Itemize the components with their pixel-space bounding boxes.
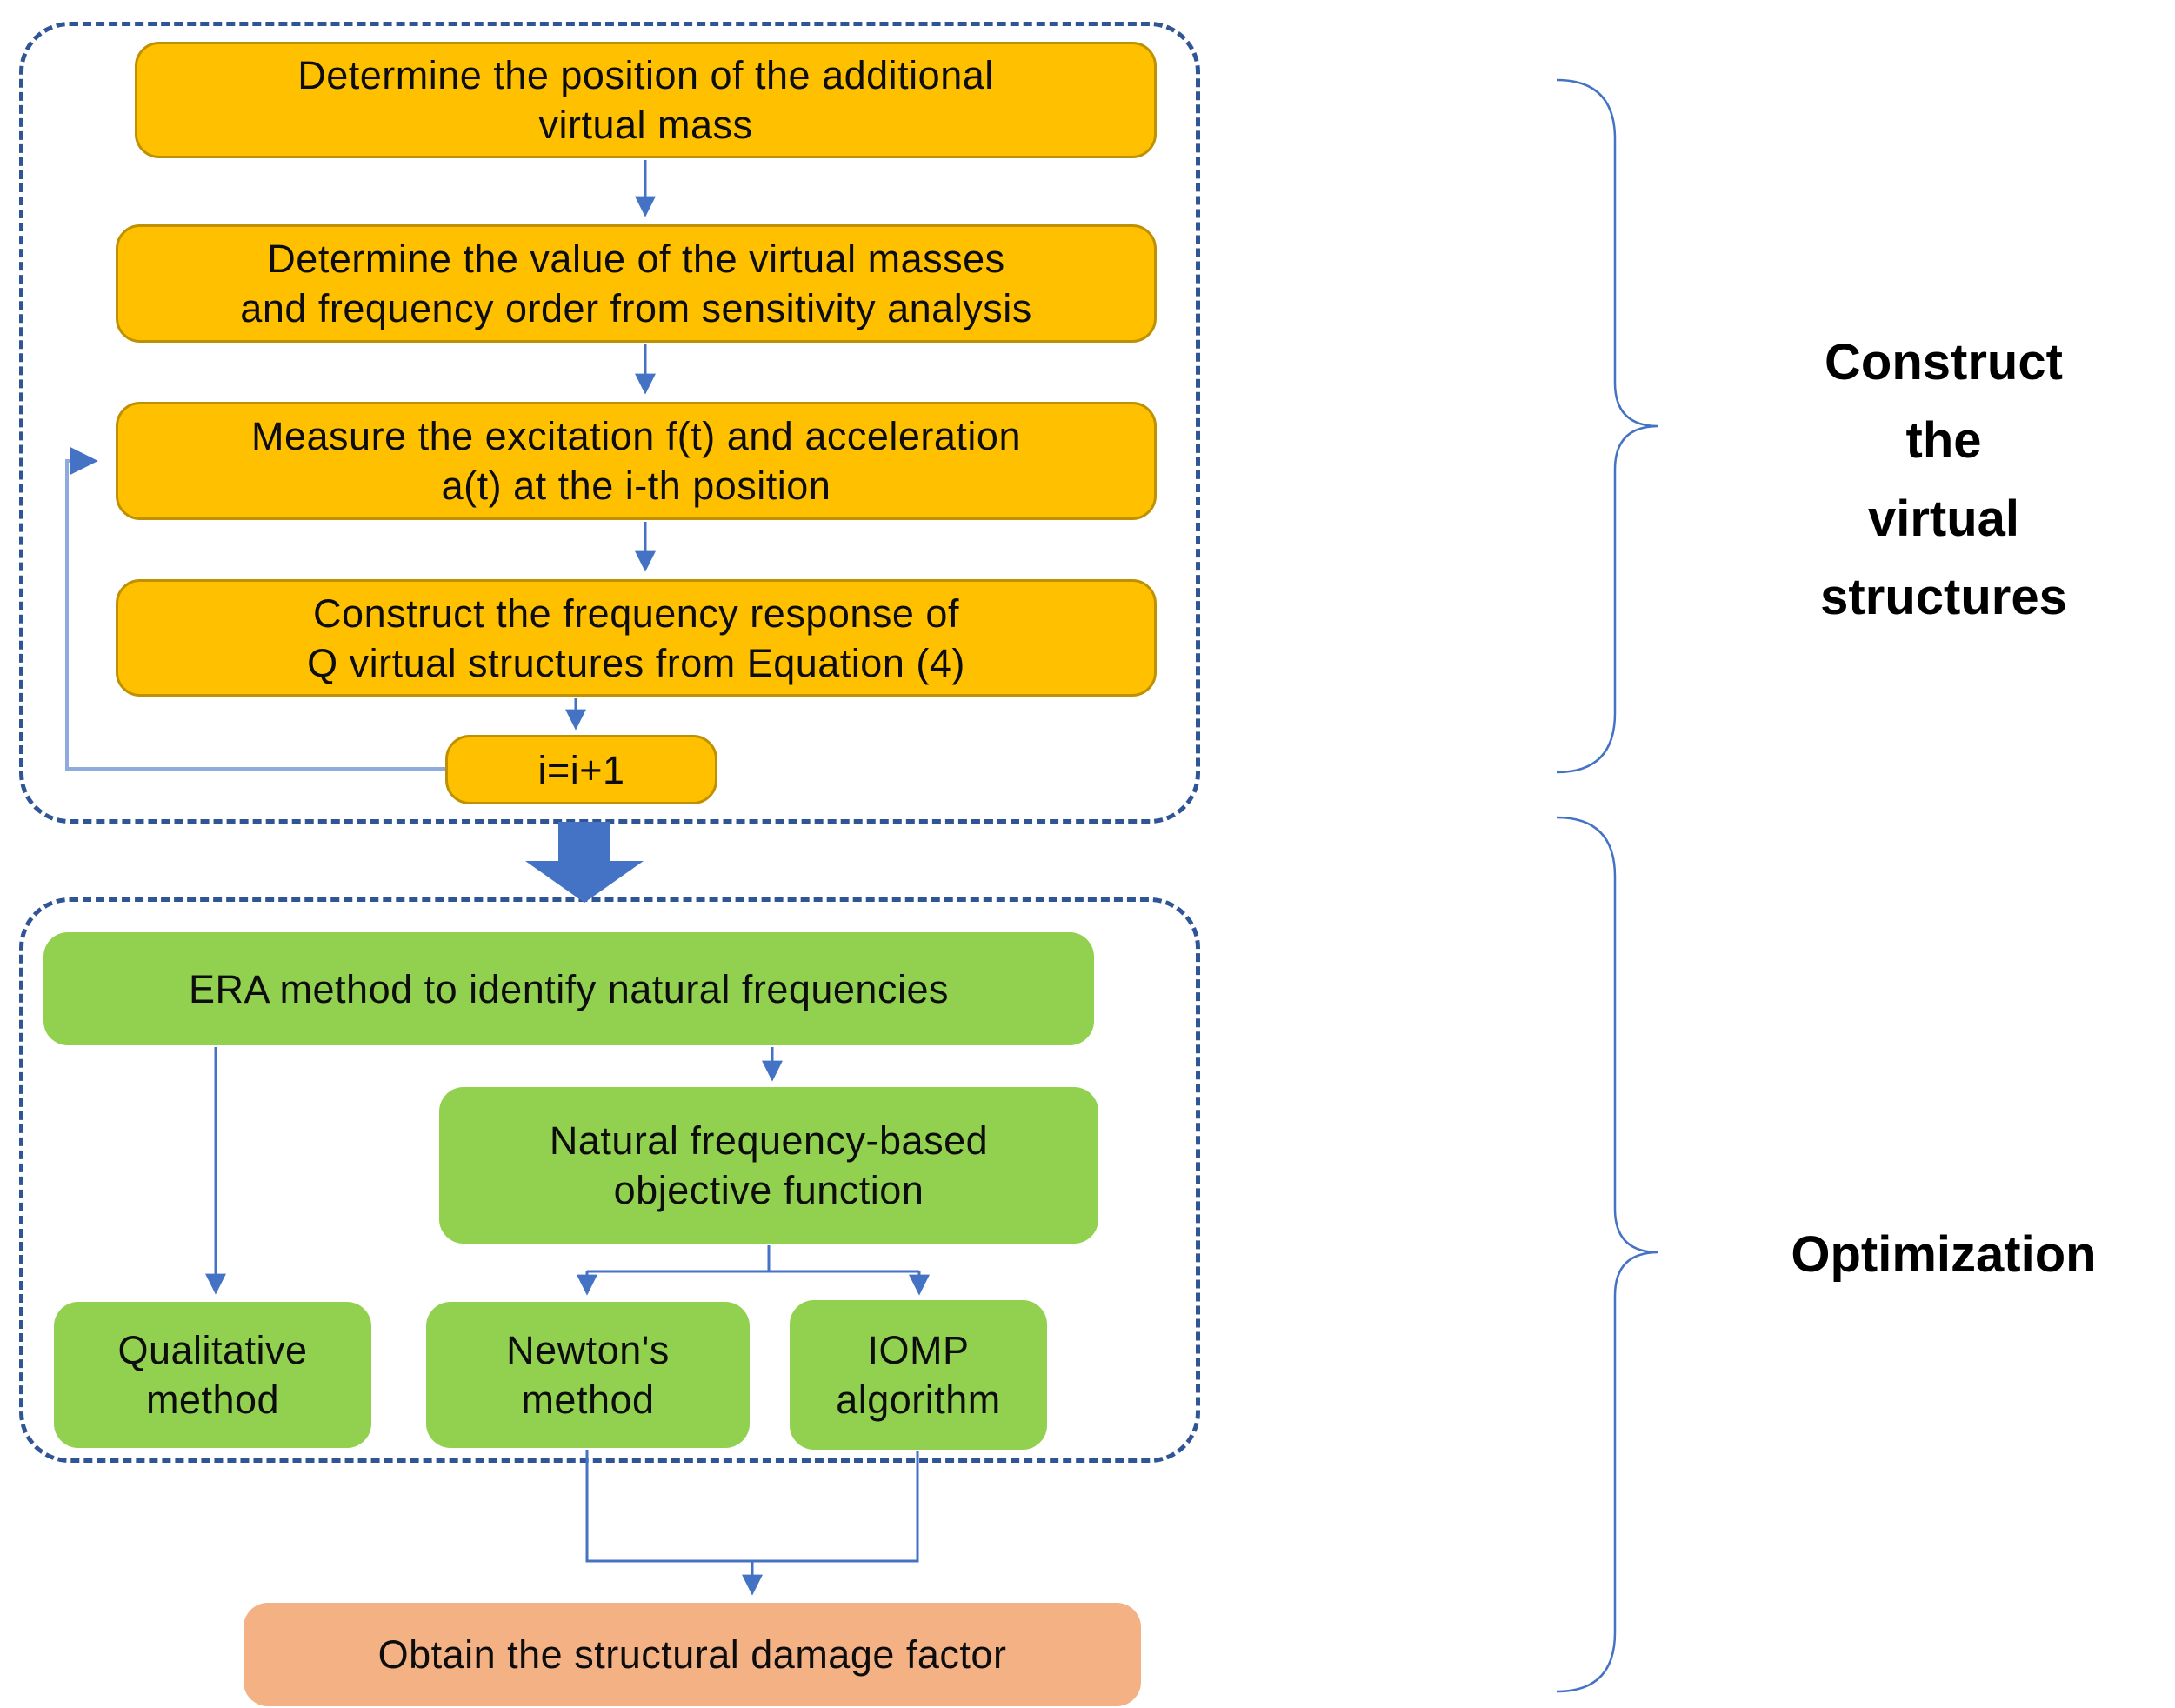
- flow-box-text: method: [521, 1378, 655, 1422]
- flow-box-text: i=i+1: [537, 747, 625, 792]
- construct-section-container: [19, 22, 1200, 824]
- flow-box-text: objective function: [613, 1168, 924, 1212]
- label-line: structures: [1820, 569, 2067, 625]
- flow-box-text: Natural frequency-based: [549, 1118, 989, 1163]
- optimization-section-container: [19, 897, 1200, 1463]
- flow-box-determine-position: Determine the position of the additional…: [135, 42, 1157, 158]
- flow-box-text: Obtain the structural damage factor: [377, 1632, 1007, 1677]
- flow-box-text: algorithm: [836, 1378, 1001, 1422]
- flow-box-text: Determine the position of the additional: [297, 53, 994, 97]
- brace-optimization-section: [1556, 816, 1659, 1693]
- flow-box-text: and frequency order from sensitivity ana…: [240, 286, 1032, 330]
- loop-arrow-increment-to-measure: [65, 447, 447, 771]
- flow-box-era-method: ERA method to identify natural frequenci…: [43, 932, 1094, 1045]
- flow-box-obtain-damage-factor: Obtain the structural damage factor: [244, 1603, 1141, 1706]
- label-line: virtual: [1867, 490, 2020, 547]
- flow-box-text: Qualitative: [117, 1328, 308, 1372]
- big-down-arrow: [525, 822, 644, 903]
- flow-box-newtons-method: Newton's method: [426, 1302, 750, 1448]
- flow-box-iomp-algorithm: IOMP algorithm: [790, 1300, 1047, 1450]
- flow-box-text: ERA method to identify natural frequenci…: [188, 966, 949, 1011]
- flow-box-text: Newton's: [506, 1328, 670, 1372]
- flow-box-text: method: [145, 1378, 280, 1422]
- flow-box-measure-excitation: Measure the excitation f(t) and accelera…: [116, 402, 1157, 520]
- flow-box-text: a(t) at the i-th position: [441, 464, 831, 508]
- label-line: the: [1905, 412, 1982, 469]
- flow-box-determine-value: Determine the value of the virtual masse…: [116, 224, 1157, 343]
- flow-box-text: Q virtual structures from Equation (4): [307, 640, 965, 685]
- flow-box-text: IOMP: [867, 1328, 970, 1372]
- label-optimization: Optimization: [1791, 1226, 2097, 1283]
- label-line: Construct: [1825, 334, 2063, 390]
- flow-box-objective-function: Natural frequency-based objective functi…: [439, 1087, 1098, 1244]
- flow-box-text: Determine the value of the virtual masse…: [267, 237, 1005, 281]
- merge-line-newton-iomp: [585, 1450, 919, 1563]
- split-line-natfreq: [587, 1245, 919, 1273]
- flow-box-text: Measure the excitation f(t) and accelera…: [251, 414, 1021, 458]
- flow-box-qualitative-method: Qualitative method: [54, 1302, 371, 1448]
- flow-box-construct-frequency-response: Construct the frequency response of Q vi…: [116, 579, 1157, 697]
- flow-box-text: Construct the frequency response of: [313, 590, 959, 636]
- brace-construct-section: [1556, 78, 1659, 774]
- flow-box-increment-counter: i=i+1: [445, 735, 717, 804]
- label-construct-virtual-structures: Construct the virtual structures: [1705, 324, 2175, 637]
- flow-box-text: virtual mass: [538, 103, 753, 147]
